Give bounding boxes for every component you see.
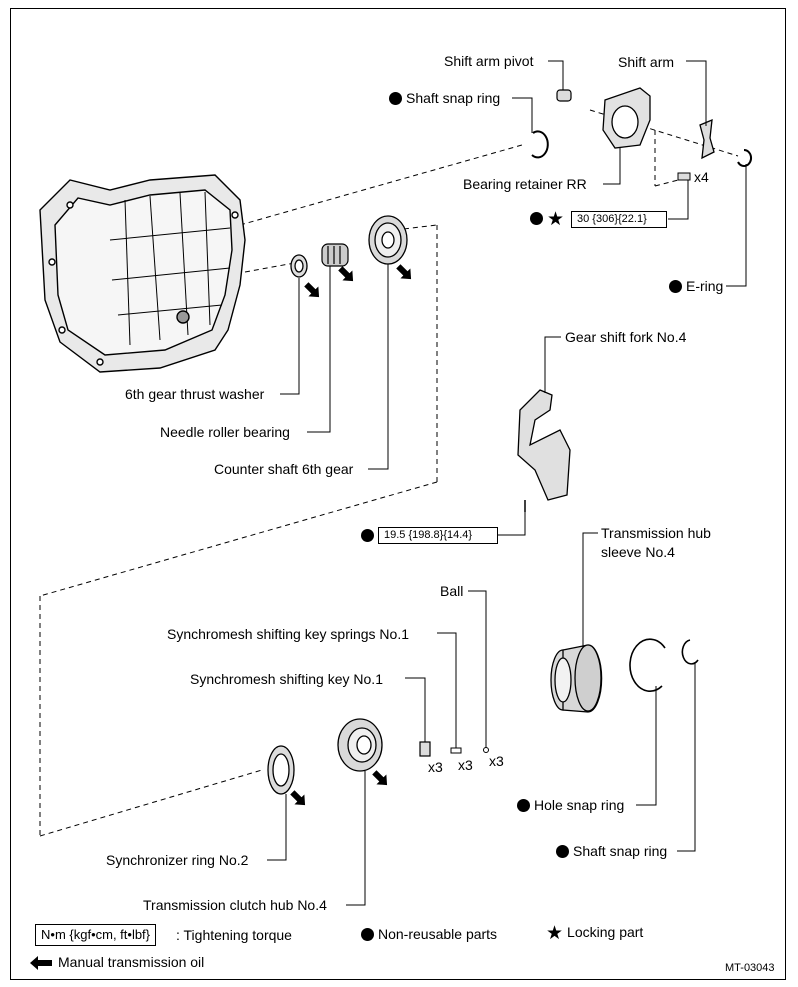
label-counter-shaft-6th-gear: Counter shaft 6th gear xyxy=(214,461,354,477)
clutch-hub xyxy=(337,718,383,772)
label-shaft-snap-ring-top: Shaft snap ring xyxy=(389,90,500,106)
label-e-ring: E-ring xyxy=(669,278,723,294)
non-reusable-dot-icon xyxy=(361,529,374,542)
figure-code: MT-03043 xyxy=(725,962,775,974)
label-6th-gear-thrust-washer: 6th gear thrust washer xyxy=(125,386,265,402)
label-shift-arm-pivot: Shift arm pivot xyxy=(444,53,534,69)
qty-key-x3: x3 xyxy=(428,759,443,775)
shift-arm-pivot xyxy=(556,89,572,102)
marker-non-reusable-locking: ★ xyxy=(530,209,568,230)
non-reusable-dot-icon xyxy=(530,212,543,225)
marker-non-reusable-fork xyxy=(361,527,378,543)
label-gear-shift-fork-no4: Gear shift fork No.4 xyxy=(565,329,687,345)
legend-oil: Manual transmission oil xyxy=(58,954,205,970)
bearing-retainer xyxy=(602,87,651,149)
label-needle-roller-bearing: Needle roller bearing xyxy=(160,424,290,440)
label-bearing-retainer-rr: Bearing retainer RR xyxy=(463,176,587,192)
label-hub-sleeve-line2: sleeve No.4 xyxy=(601,544,675,560)
label-hole-snap-ring: Hole snap ring xyxy=(517,797,624,813)
legend-locking: ★Locking part xyxy=(546,923,644,944)
shaft-snap-ring-bottom xyxy=(681,639,699,665)
non-reusable-dot-icon xyxy=(361,928,374,941)
hole-snap-ring xyxy=(629,638,666,692)
needle-bearing xyxy=(321,243,349,267)
non-reusable-dot-icon xyxy=(669,280,682,293)
oil-arrows xyxy=(30,264,412,970)
gear-shift-fork xyxy=(517,389,571,512)
ball xyxy=(483,747,489,753)
label-clutch-hub: Transmission clutch hub No.4 xyxy=(143,897,327,913)
synchronizer-ring xyxy=(267,745,295,795)
label-shaft-snap-ring-bottom: Shaft snap ring xyxy=(556,843,667,859)
transmission-case xyxy=(39,174,246,373)
qty-x4: x4 xyxy=(694,169,709,185)
label-key-springs: Synchromesh shifting key springs No.1 xyxy=(167,626,409,642)
shaft-snap-ring-top xyxy=(531,130,549,159)
qty-ball-x3: x3 xyxy=(489,753,504,769)
label-shift-arm: Shift arm xyxy=(618,54,675,70)
star-icon: ★ xyxy=(547,209,565,230)
torque-bearing-retainer: 30 {306}{22.1} xyxy=(571,211,667,228)
diagram-frame xyxy=(10,8,786,980)
label-shifting-key: Synchromesh shifting key No.1 xyxy=(190,671,383,687)
retainer-bolt xyxy=(677,172,691,181)
shift-arm xyxy=(699,118,715,160)
key-spring xyxy=(450,747,462,754)
label-synchronizer-ring: Synchronizer ring No.2 xyxy=(106,852,249,868)
legend-non-reusable: Non-reusable parts xyxy=(361,926,497,942)
star-icon: ★ xyxy=(546,923,564,944)
label-hub-sleeve-line1: Transmission hub xyxy=(601,525,711,541)
non-reusable-dot-icon xyxy=(389,92,402,105)
e-ring xyxy=(737,148,753,167)
legend-torque-desc: : Tightening torque xyxy=(176,927,292,943)
label-ball: Ball xyxy=(440,583,464,599)
hub-sleeve xyxy=(550,644,603,713)
non-reusable-dot-icon xyxy=(517,799,530,812)
qty-spring-x3: x3 xyxy=(458,757,473,773)
non-reusable-dot-icon xyxy=(556,845,569,858)
thrust-washer xyxy=(290,254,308,278)
legend-torque-unit-box: N•m {kgf•cm, ft•lbf} xyxy=(35,924,157,946)
counter-shaft-6th-gear xyxy=(368,215,408,265)
leader-lines xyxy=(267,60,747,906)
torque-shift-fork: 19.5 {198.8}{14.4} xyxy=(378,527,498,544)
shifting-key xyxy=(419,741,431,757)
